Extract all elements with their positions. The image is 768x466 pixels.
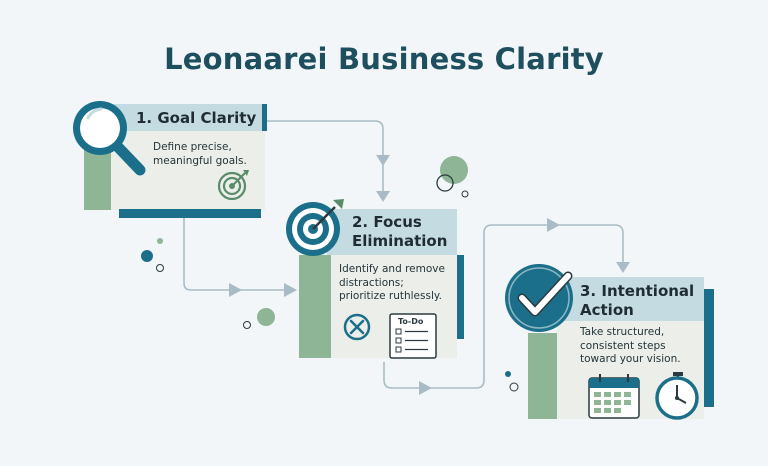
step-3-desc-line: consistent steps xyxy=(580,339,666,352)
arrowheads xyxy=(229,155,630,395)
decor-dot xyxy=(440,156,468,184)
card-header-edge xyxy=(262,104,267,131)
step-1-desc-line: meaningful goals. xyxy=(153,154,247,167)
step-2-description: Identify and remove distractions; priori… xyxy=(339,263,445,304)
decor-ring xyxy=(436,174,454,192)
arrowhead xyxy=(419,381,432,395)
decor-dot xyxy=(157,238,163,244)
target-icon xyxy=(286,199,344,256)
arrowhead xyxy=(376,191,390,202)
connector-1-2 xyxy=(264,120,384,195)
arrowhead xyxy=(547,218,560,232)
close-icon xyxy=(343,313,371,341)
step-2-desc-line: Identify and remove xyxy=(339,263,445,275)
checkmark-icon xyxy=(505,264,573,332)
decor-ring xyxy=(156,264,164,272)
step-2-desc-line: prioritize ruthlessly. xyxy=(339,290,442,302)
decor-dot xyxy=(505,371,511,377)
step-1-title: 1. Goal Clarity xyxy=(136,109,256,128)
step-2-title-line: Elimination xyxy=(352,232,448,250)
connectors xyxy=(183,120,624,389)
connector-1-2b xyxy=(183,217,290,291)
card-shadow-bar xyxy=(119,209,261,218)
step-3-desc-line: Take structured, xyxy=(580,326,665,338)
step-2-title: 2. Focus Elimination xyxy=(352,213,447,251)
decor-ring xyxy=(461,190,469,198)
step-3-description: Take structured, consistent steps toward… xyxy=(580,326,681,367)
decor-ring xyxy=(243,321,251,329)
step-1-title-line: 1. Goal Clarity xyxy=(136,109,257,127)
connector-2-3 xyxy=(383,224,624,389)
target-icon xyxy=(217,170,249,201)
arrowhead xyxy=(284,283,297,297)
decor-dot xyxy=(141,250,153,262)
decor-dot xyxy=(257,308,275,326)
decorative-dots xyxy=(141,156,519,392)
step-2-desc-line: distractions; xyxy=(339,276,404,289)
calendar-icon xyxy=(588,374,640,419)
card-focus-elimination xyxy=(299,209,464,358)
card-accent xyxy=(299,255,332,358)
card-accent xyxy=(528,333,558,419)
arrowhead xyxy=(229,283,242,297)
step-1-desc-line: Define precise, xyxy=(153,141,232,153)
step-3-title-line: 3. Intentional xyxy=(580,282,695,300)
step-1-description: Define precise, meaningful goals. xyxy=(153,141,247,168)
diagram-title: Leonaarei Business Clarity xyxy=(164,42,604,76)
todo-label: To-Do xyxy=(398,317,424,326)
step-3-desc-line: toward your vision. xyxy=(580,353,681,365)
stopwatch-icon xyxy=(655,372,699,420)
magnifying-glass-icon xyxy=(73,101,146,176)
card-header xyxy=(557,277,704,321)
step-3-title-line: Action xyxy=(580,301,634,319)
step-3-title: 3. Intentional Action xyxy=(580,282,694,320)
todo-list-icon xyxy=(389,313,437,359)
step-2-title-line: 2. Focus xyxy=(352,213,422,231)
card-header xyxy=(327,209,457,255)
card-header xyxy=(111,104,265,131)
arrowhead xyxy=(616,262,630,273)
decor-ring xyxy=(509,382,519,392)
arrowhead xyxy=(376,155,390,166)
card-side-bar xyxy=(457,255,464,339)
card-side-bar xyxy=(704,289,714,407)
